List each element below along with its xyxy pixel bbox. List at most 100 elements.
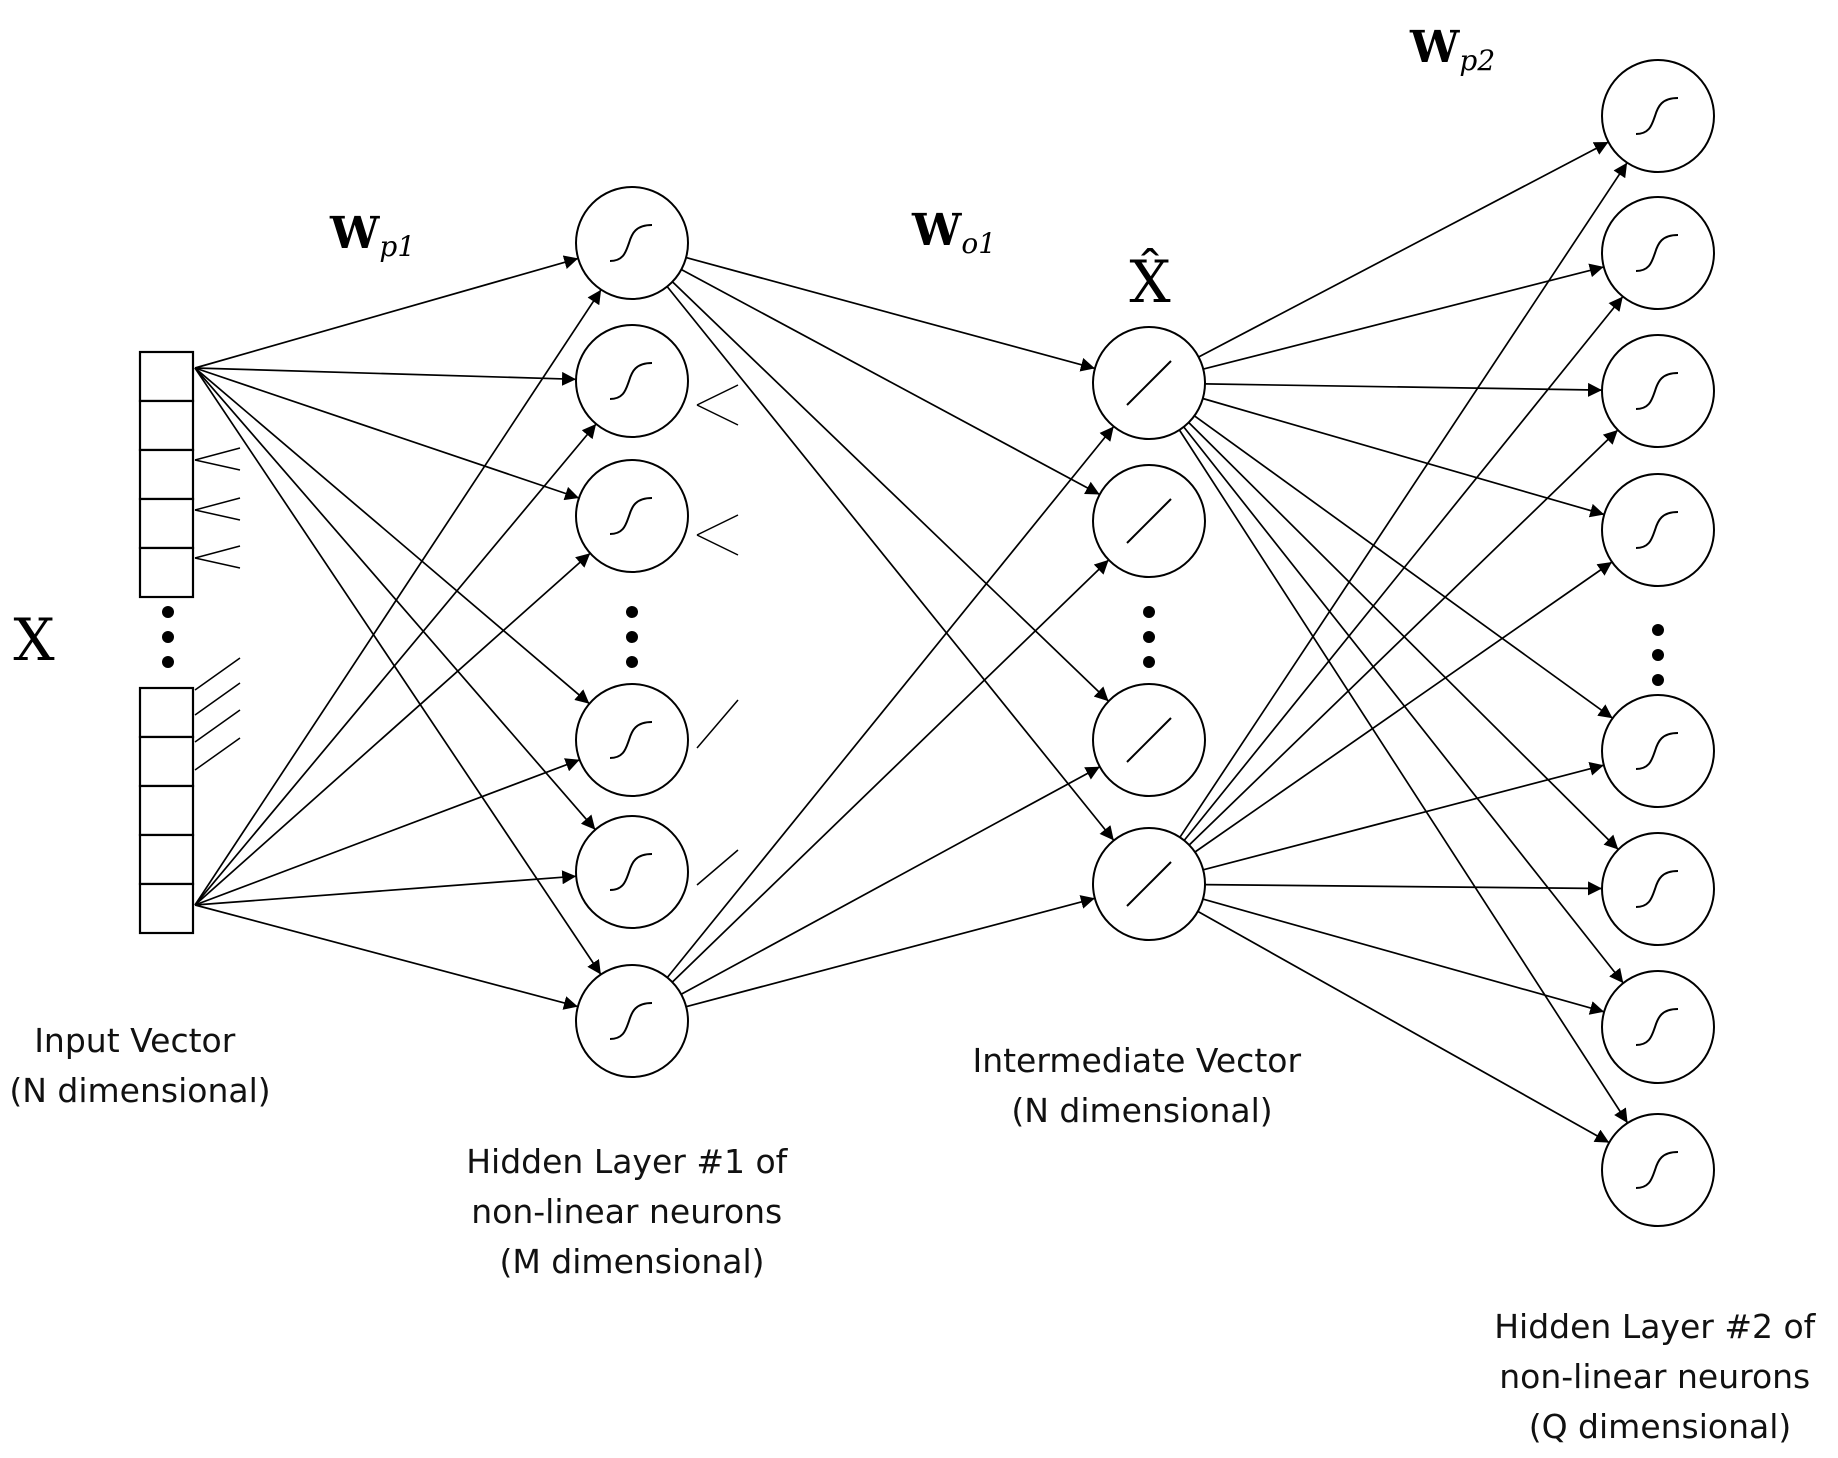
edge-iv-0-to-h2-5 [1188, 421, 1619, 851]
input-cell-bottom-1 [138, 735, 195, 788]
h1-neuron-5 [575, 964, 689, 1078]
edge-h1-5-to-iv-3 [685, 895, 1096, 1008]
ellipsis-dot-input-2 [162, 656, 174, 668]
stub-3 [194, 497, 241, 511]
edge-iv-0-to-h2-2 [1204, 382, 1603, 397]
edge-iv-3-to-h2-6 [1202, 898, 1605, 1015]
h2-neuron-7-sigmoid-curve [1635, 1151, 1679, 1189]
h2-neuron-3 [1601, 473, 1715, 587]
h1-neuron-0-sigmoid-curve [609, 224, 653, 262]
input-cell-bottom-4 [138, 882, 195, 935]
edge-iv-0-to-h2-1 [1203, 263, 1604, 370]
edge-h1-5-to-iv-2 [680, 765, 1101, 996]
stub-11 [696, 404, 739, 426]
h2-neuron-7 [1601, 1113, 1715, 1227]
edge-input-bottom-to-h1-3 [194, 758, 580, 906]
edge-iv-0-to-h2-6 [1183, 426, 1624, 984]
edge-input-bottom-to-h1-2 [194, 552, 591, 906]
h2-neuron-3-sigmoid-curve [1635, 511, 1679, 549]
edge-iv-3-to-h2-0 [1179, 162, 1628, 838]
edge-input-top-to-h1-1 [194, 367, 577, 386]
h1-neuron-3 [575, 683, 689, 797]
edge-input-bottom-to-h1-1 [194, 423, 597, 906]
input-vector-caption: Input Vector (N dimensional) [9, 1021, 270, 1110]
h1-neuron-5-sigmoid-curve [609, 1002, 653, 1040]
h1-neuron-1-sigmoid-curve [609, 362, 653, 400]
edge-input-top-to-h1-4 [194, 367, 596, 831]
h2-neuron-6-sigmoid-curve [1635, 1008, 1679, 1046]
stub-6 [194, 657, 241, 691]
edge-h1-5-to-iv-1 [671, 559, 1110, 983]
edge-h1-0-to-iv-0 [685, 256, 1096, 372]
edge-input-bottom-to-h1-5 [194, 904, 579, 1010]
stub-12 [696, 514, 739, 536]
iv-neuron-2-linear-line [1126, 717, 1172, 763]
input-cell-bottom-2 [138, 784, 195, 837]
input-cell-top-1 [138, 399, 195, 452]
edge-iv-0-to-h2-3 [1202, 397, 1605, 518]
iv-neuron-1-linear-line [1126, 498, 1172, 544]
input-cell-top-3 [138, 497, 195, 550]
edge-iv-3-to-h2-5 [1204, 881, 1603, 896]
iv-neuron-0-linear-line [1126, 360, 1172, 406]
edge-input-top-to-h1-2 [194, 367, 580, 501]
input-cell-bottom-3 [138, 833, 195, 886]
edge-h1-0-to-iv-1 [680, 268, 1101, 496]
h1-neuron-4-sigmoid-curve [609, 853, 653, 891]
input-cell-top-2 [138, 448, 195, 501]
intermediate-vector-caption: Intermediate Vector (N dimensional) [972, 1041, 1311, 1130]
stub-4 [194, 557, 241, 569]
ellipsis-dot-input-0 [162, 606, 174, 618]
h1-neuron-1 [575, 324, 689, 438]
edge-input-bottom-to-h1-4 [194, 870, 577, 906]
stub-5 [194, 545, 241, 559]
h1-neuron-2-sigmoid-curve [609, 497, 653, 535]
input-cell-top-0 [138, 350, 195, 403]
h2-neuron-2 [1601, 334, 1715, 448]
edge-iv-0-to-h2-4 [1193, 415, 1614, 719]
edge-h1-0-to-iv-2 [671, 281, 1110, 702]
neuron-nodes [575, 59, 1715, 1227]
ellipsis-dot-iv-2 [1143, 656, 1155, 668]
h1-neuron-3-sigmoid-curve [609, 721, 653, 759]
ellipsis-dot-input-1 [162, 631, 174, 643]
weight-label-wp1: Wp1 [329, 208, 415, 263]
weight-label-wp2: Wp2 [1409, 22, 1495, 77]
ellipsis-dots [162, 606, 1664, 686]
input-cell-top-4 [138, 546, 195, 599]
ellipsis-dot-h2-2 [1652, 674, 1664, 686]
stub-2 [194, 509, 241, 521]
ellipsis-dot-h2-1 [1652, 649, 1664, 661]
partial-connection-stubs [194, 384, 739, 886]
ellipsis-dot-h1-0 [626, 606, 638, 618]
h2-neuron-6 [1601, 970, 1715, 1084]
stub-7 [194, 682, 241, 716]
ellipsis-dot-iv-1 [1143, 631, 1155, 643]
hidden-layer-1-caption: Hidden Layer #1 of non-linear neurons (M… [466, 1142, 798, 1281]
stub-10 [696, 384, 739, 406]
h2-neuron-0-sigmoid-curve [1635, 97, 1679, 135]
x-symbol: X [13, 606, 55, 674]
h2-neuron-5 [1601, 832, 1715, 946]
stub-14 [696, 699, 739, 749]
edge-iv-3-to-h2-7 [1197, 910, 1610, 1144]
h1-neuron-2 [575, 459, 689, 573]
input-vector-cells [138, 350, 195, 935]
h2-neuron-1 [1601, 196, 1715, 310]
edge-iv-0-to-h2-0 [1198, 141, 1609, 358]
edge-iv-3-to-h2-1 [1183, 296, 1624, 841]
ellipsis-dot-h1-2 [626, 656, 638, 668]
ellipsis-dot-iv-0 [1143, 606, 1155, 618]
h2-neuron-1-sigmoid-curve [1635, 234, 1679, 272]
weight-label-wo1: Wo1 [911, 205, 996, 260]
stub-9 [194, 737, 241, 771]
edge-iv-3-to-h2-4 [1202, 761, 1605, 871]
hidden-layer-2-caption: Hidden Layer #2 of non-linear neurons (Q… [1494, 1307, 1826, 1446]
edge-h1-0-to-iv-3 [666, 286, 1115, 841]
ellipsis-dot-h1-1 [626, 631, 638, 643]
stub-0 [194, 459, 241, 471]
h2-neuron-4-sigmoid-curve [1635, 732, 1679, 770]
ellipsis-dot-h2-0 [1652, 624, 1664, 636]
h2-neuron-5-sigmoid-curve [1635, 870, 1679, 908]
